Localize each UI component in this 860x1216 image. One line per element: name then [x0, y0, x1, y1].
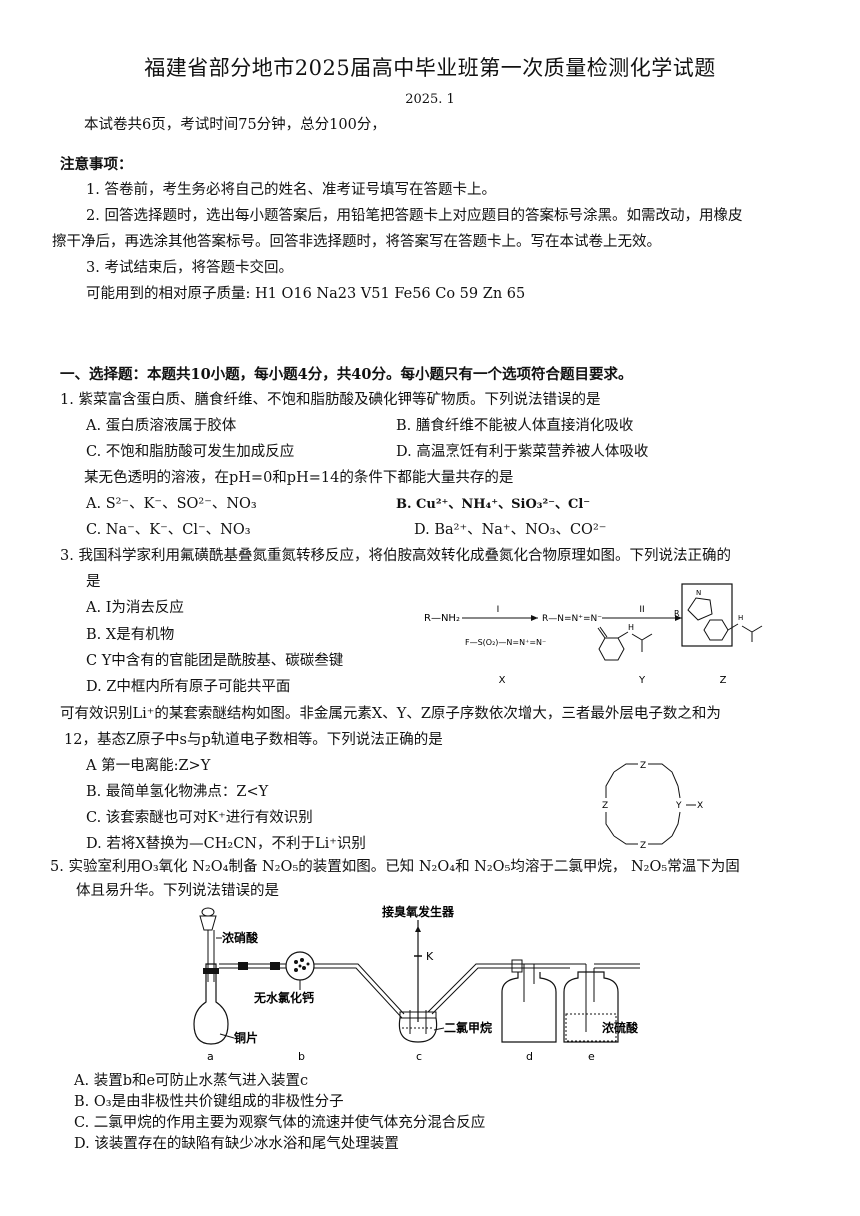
notice-item-3: 3. 考试结束后，将答题卡交回。	[86, 260, 293, 276]
q4-option-b: B. 最简单氢化物沸点：Z<Y	[86, 784, 269, 800]
q3-step-i: I	[497, 605, 500, 615]
q5-apparatus-a: 浓硝酸 铜片 a	[193, 907, 259, 1063]
q1-option-c: C. 不饱和脂肪酸可发生加成反应	[86, 444, 295, 460]
q2-option-b: B. Cu²⁺、NH₄⁺、SiO₃²⁻、Cl⁻	[396, 497, 591, 512]
q2-option-a: A. S²⁻、K⁻、SO²⁻、NO₃	[86, 496, 257, 512]
q5-cu-label: 铜片	[234, 1030, 258, 1045]
q3-structure-x: F—S(O₂)—N=N⁺=N⁻ X	[465, 638, 546, 686]
svg-text:H: H	[738, 614, 743, 622]
q5-stem-cont: 体且易升华。下列说法错误的是	[76, 883, 279, 899]
q2-option-d: D. Ba²⁺、Na⁺、NO₃、CO²⁻	[414, 522, 607, 538]
q3-label-x: X	[499, 675, 506, 686]
q5-apparatus-c: 二氯甲烷 c	[398, 1010, 492, 1063]
svg-text:F—S(O₂)—N=N⁺=N⁻: F—S(O₂)—N=N⁺=N⁻	[465, 638, 546, 647]
q3-step-ii: II	[639, 605, 644, 615]
q4-option-d: D. 若将X替换为—CH₂CN，不利于Li⁺识别	[86, 836, 366, 852]
q5-dcm-label: 二氯甲烷	[444, 1020, 492, 1035]
q3-reaction-figure: R—NH₂ I F—S(O₂)—N=N⁺=N⁻ X R—N=N⁺=N⁻ II H…	[420, 580, 770, 690]
exam-intro: 本试卷共6页，考试时间75分钟，总分100分，	[84, 117, 386, 133]
q5-valve-k: K	[426, 950, 434, 963]
notice-item-1: 1. 答卷前，考生务必将自己的姓名、准考证号填写在答题卡上。	[86, 182, 496, 198]
q5-apparatus-e: 浓硫酸 e	[563, 963, 640, 1063]
section-heading: 一、选择题：本题共10小题，每小题4分，共40分。每小题只有一个选项符合题目要求…	[60, 366, 633, 383]
page-title: 福建省部分地市2025届高中毕业班第一次质量检测化学试题	[144, 56, 716, 80]
q5-stem: 5. 实验室利用O₃氧化 N₂O₄制备 N₂O₅的装置如图。已知 N₂O₄和 N…	[50, 859, 740, 875]
exam-date: 2025. 1	[405, 92, 455, 107]
q3-option-c: C Y中含有的官能团是酰胺基、碳碳叁键	[86, 653, 344, 669]
svg-text:Y: Y	[675, 801, 682, 811]
svg-text:H: H	[628, 623, 634, 632]
q2-stem: 某无色透明的溶液，在pH=0和pH=14的条件下都能大量共存的是	[84, 470, 514, 486]
q3-structure-y: H Y	[597, 623, 653, 686]
q5-label-a: a	[207, 1050, 214, 1063]
q3-option-a: A. I为消去反应	[86, 600, 184, 616]
q3-azide: R—N=N⁺=N⁻	[542, 614, 602, 624]
q1-option-b: B. 膳食纤维不能被人体直接消化吸收	[396, 418, 634, 434]
svg-text:Z: Z	[640, 761, 646, 771]
q5-apparatus-figure: 接臭氧发生器 K 浓硝酸 铜片 a	[190, 902, 650, 1072]
notice-item-2: 2. 回答选择题时，选出每小题答案后，用铅笔把答题卡上对应题目的答案标号涂黑。如…	[86, 208, 743, 224]
q5-hno3-label: 浓硝酸	[222, 930, 259, 945]
q3-option-d: D. Z中框内所有原子可能共平面	[86, 679, 291, 695]
q5-cacl2-label: 无水氯化钙	[253, 990, 314, 1005]
q4-option-c: C. 该套索醚也可对K⁺进行有效识别	[86, 810, 313, 826]
q5-option-a: A. 装置b和e可防止水蒸气进入装置c	[74, 1073, 309, 1089]
q5-h2so4-label: 浓硫酸	[602, 1020, 639, 1035]
q2-option-c: C. Na⁻、K⁻、Cl⁻、NO₃	[86, 522, 251, 538]
q5-label-d: d	[526, 1050, 533, 1063]
svg-text:X: X	[697, 801, 703, 811]
q3-amine: R—NH₂	[424, 613, 460, 624]
q5-apparatus-b: 无水氯化钙 b	[250, 951, 340, 1063]
q3-structure-z: R N H Z	[674, 583, 763, 686]
q5-label-b: b	[298, 1050, 305, 1063]
q5-option-b: B. O₃是由非极性共价键组成的非极性分子	[74, 1094, 344, 1110]
q5-option-d: D. 该装置存在的缺陷有缺少冰水浴和尾气处理装置	[74, 1136, 399, 1152]
q5-option-c: C. 二氯甲烷的作用主要为观察气体的流速并使气体充分混合反应	[74, 1115, 486, 1131]
q4-stem-cont: 12，基态Z原子中s与p轨道电子数相等。下列说法正确的是	[64, 732, 443, 748]
q1-option-a: A. 蛋白质溶液属于胶体	[86, 418, 237, 434]
q4-option-a: A 第一电离能:Z>Y	[86, 758, 211, 774]
svg-text:Z: Z	[602, 801, 608, 811]
q3-stem-cont: 是	[86, 574, 101, 590]
q4-stem: 可有效识别Li⁺的某套索醚结构如图。非金属元素X、Y、Z原子序数依次增大，三者最…	[60, 706, 721, 722]
q1-option-d: D. 高温烹饪有利于紫菜营养被人体吸收	[396, 444, 649, 460]
q5-label-e: e	[588, 1050, 595, 1063]
q5-ozone-label: 接臭氧发生器	[382, 904, 455, 919]
q5-apparatus-d: d	[501, 959, 570, 1063]
q4-lariat-ether-figure: Z Z Y X Z	[596, 760, 706, 851]
q3-option-b: B. X是有机物	[86, 627, 175, 643]
svg-text:Z: Z	[640, 841, 646, 851]
svg-text:N: N	[696, 589, 701, 597]
svg-text:R: R	[674, 609, 680, 618]
q3-label-y: Y	[638, 675, 646, 686]
atomic-mass-line: 可能用到的相对原子质量: H1 O16 Na23 V51 Fe56 Co 59 …	[86, 286, 526, 302]
q3-label-z: Z	[720, 675, 727, 686]
q3-stem: 3. 我国科学家利用氟磺酰基叠氮重氮转移反应，将伯胺高效转化成叠氮化合物原理如图…	[60, 548, 731, 564]
q1-stem: 1. 紫菜富含蛋白质、膳食纤维、不饱和脂肪酸及碘化钾等矿物质。下列说法错误的是	[60, 392, 601, 408]
notice-item-2-cont: 擦干净后，再选涂其他答案标号。回答非选择题时，将答案写在答题卡上。写在本试卷上无…	[52, 234, 661, 250]
notice-heading: 注意事项：	[60, 156, 133, 173]
q5-label-c: c	[416, 1050, 422, 1063]
